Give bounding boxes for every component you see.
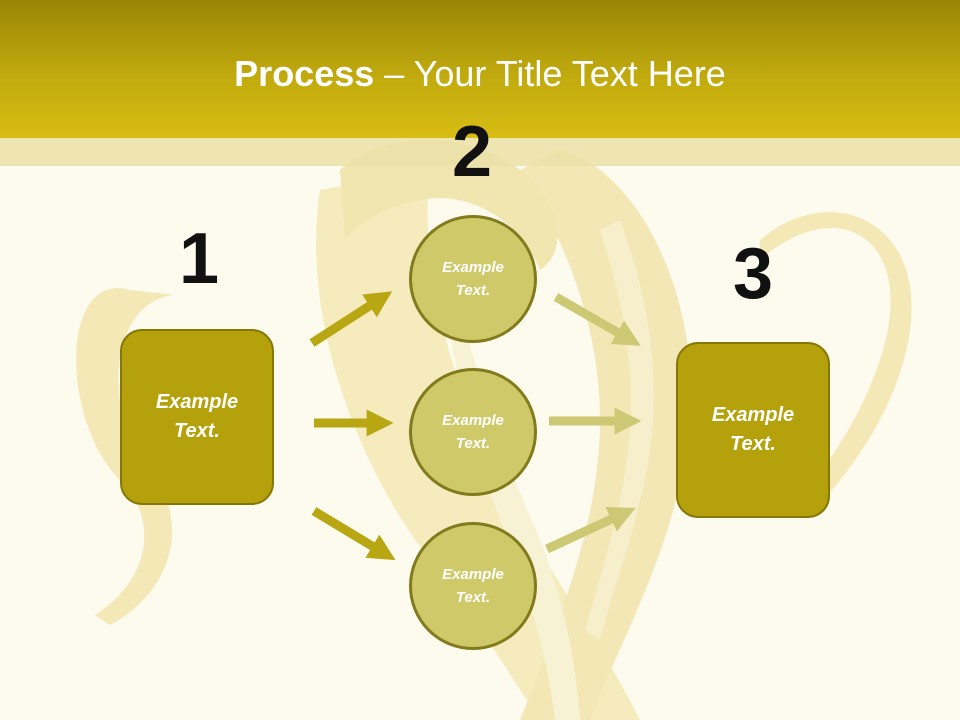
arrow-2-to-3-top <box>553 293 641 346</box>
step-2-circle-top-text: Example Text. <box>442 259 504 299</box>
arrow-1-to-2-bottom <box>311 507 396 561</box>
step-3-box[interactable]: Example Text. <box>676 342 830 518</box>
step-2-circle-middle-text: Example Text. <box>442 412 504 452</box>
step-1-box[interactable]: Example Text. <box>120 329 274 505</box>
step-2-circle-bottom-text: Example Text. <box>442 566 504 606</box>
step-3-number: 3 <box>732 234 774 314</box>
step-2-circle-middle[interactable]: Example Text. <box>409 368 537 496</box>
slide-title-bold: Process <box>234 53 375 94</box>
step-2-circle-bottom[interactable]: Example Text. <box>409 522 537 650</box>
arrow-2-to-3-bottom <box>545 507 636 554</box>
slide-title-rest: – Your Title Text Here <box>374 53 726 94</box>
step-1-number: 1 <box>178 219 220 299</box>
slide-title: Process – Your Title Text Here <box>0 52 960 96</box>
arrow-1-to-2-top <box>309 291 393 347</box>
step-3-text: Example Text. <box>711 404 795 455</box>
title-bar-accent-band <box>0 138 960 166</box>
title-bar <box>0 0 960 138</box>
step-2-circle-top[interactable]: Example Text. <box>409 215 537 343</box>
step-2-number: 2 <box>451 112 493 192</box>
step-1-text: Example Text. <box>155 391 239 442</box>
